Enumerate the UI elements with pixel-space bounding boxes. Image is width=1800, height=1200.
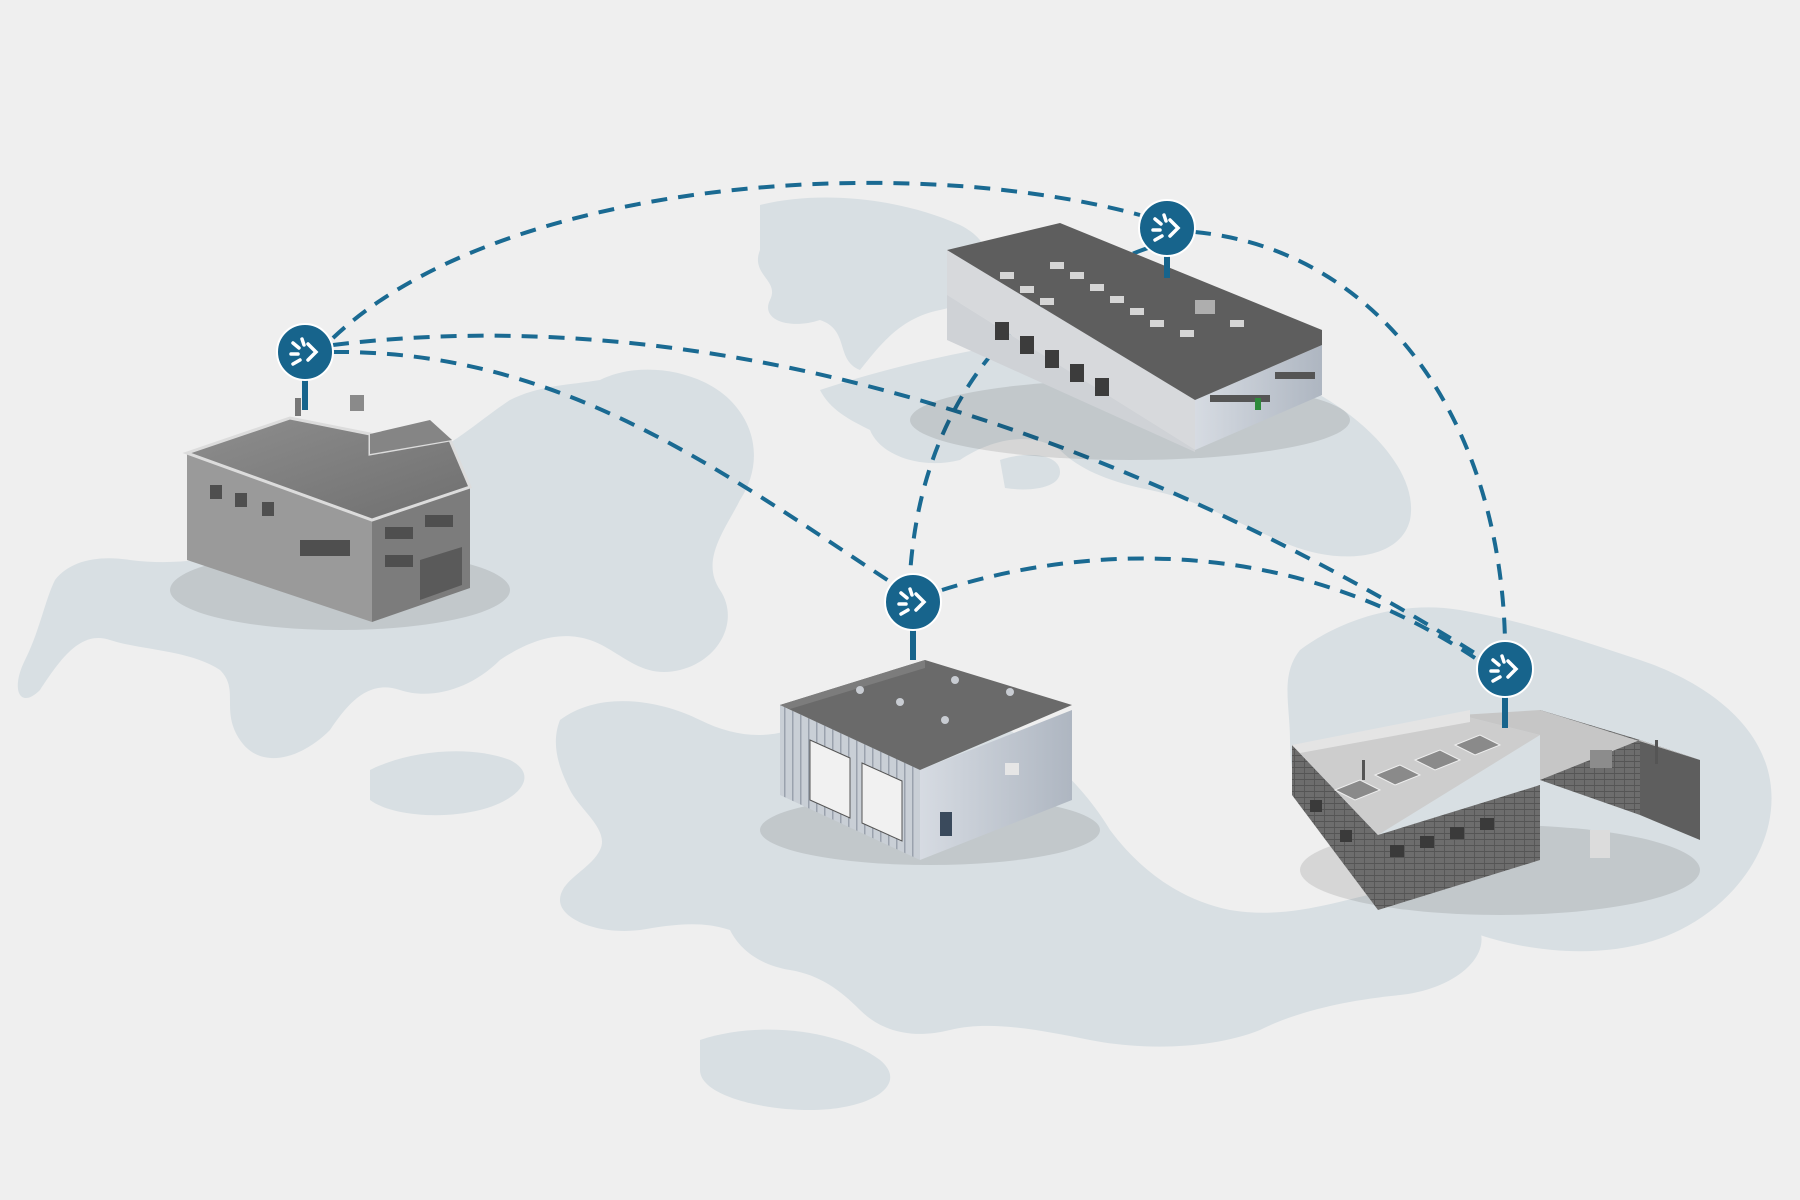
brick-factory[interactable] — [1292, 710, 1700, 915]
marker-badge — [1476, 640, 1534, 698]
marker-stem — [302, 372, 308, 410]
network-node-icon — [897, 587, 927, 616]
marker-stem — [1502, 689, 1508, 728]
marker-stem — [910, 622, 916, 660]
marker-badge — [1138, 199, 1196, 257]
landmass-north — [757, 197, 989, 370]
landmass-southwest — [700, 1029, 891, 1110]
marker-badge — [276, 323, 334, 381]
marker-office-building[interactable] — [276, 323, 334, 410]
network-node-icon — [289, 337, 319, 366]
landmass-islet-b — [1000, 454, 1060, 490]
distribution-warehouse[interactable] — [910, 223, 1350, 460]
route-steel-garage-to-brick-factory — [941, 556, 1480, 662]
marker-steel-garage[interactable] — [884, 573, 942, 660]
route-distribution-warehouse-to-brick-factory — [1194, 230, 1507, 641]
marker-distribution-warehouse[interactable] — [1138, 199, 1196, 278]
steel-garage[interactable] — [760, 660, 1100, 865]
network-node-icon — [1151, 213, 1181, 242]
office-building[interactable] — [170, 395, 510, 630]
route-office-building-to-steel-garage — [332, 349, 897, 587]
route-office-building-to-brick-factory — [332, 333, 1480, 657]
network-node-icon — [1489, 654, 1519, 683]
marker-stem — [1164, 248, 1170, 278]
landmass-islet-a — [370, 751, 525, 816]
marker-badge — [884, 573, 942, 631]
route-office-building-to-distribution-warehouse — [331, 180, 1141, 340]
site-markers — [276, 199, 1534, 728]
marker-brick-factory[interactable] — [1476, 640, 1534, 728]
